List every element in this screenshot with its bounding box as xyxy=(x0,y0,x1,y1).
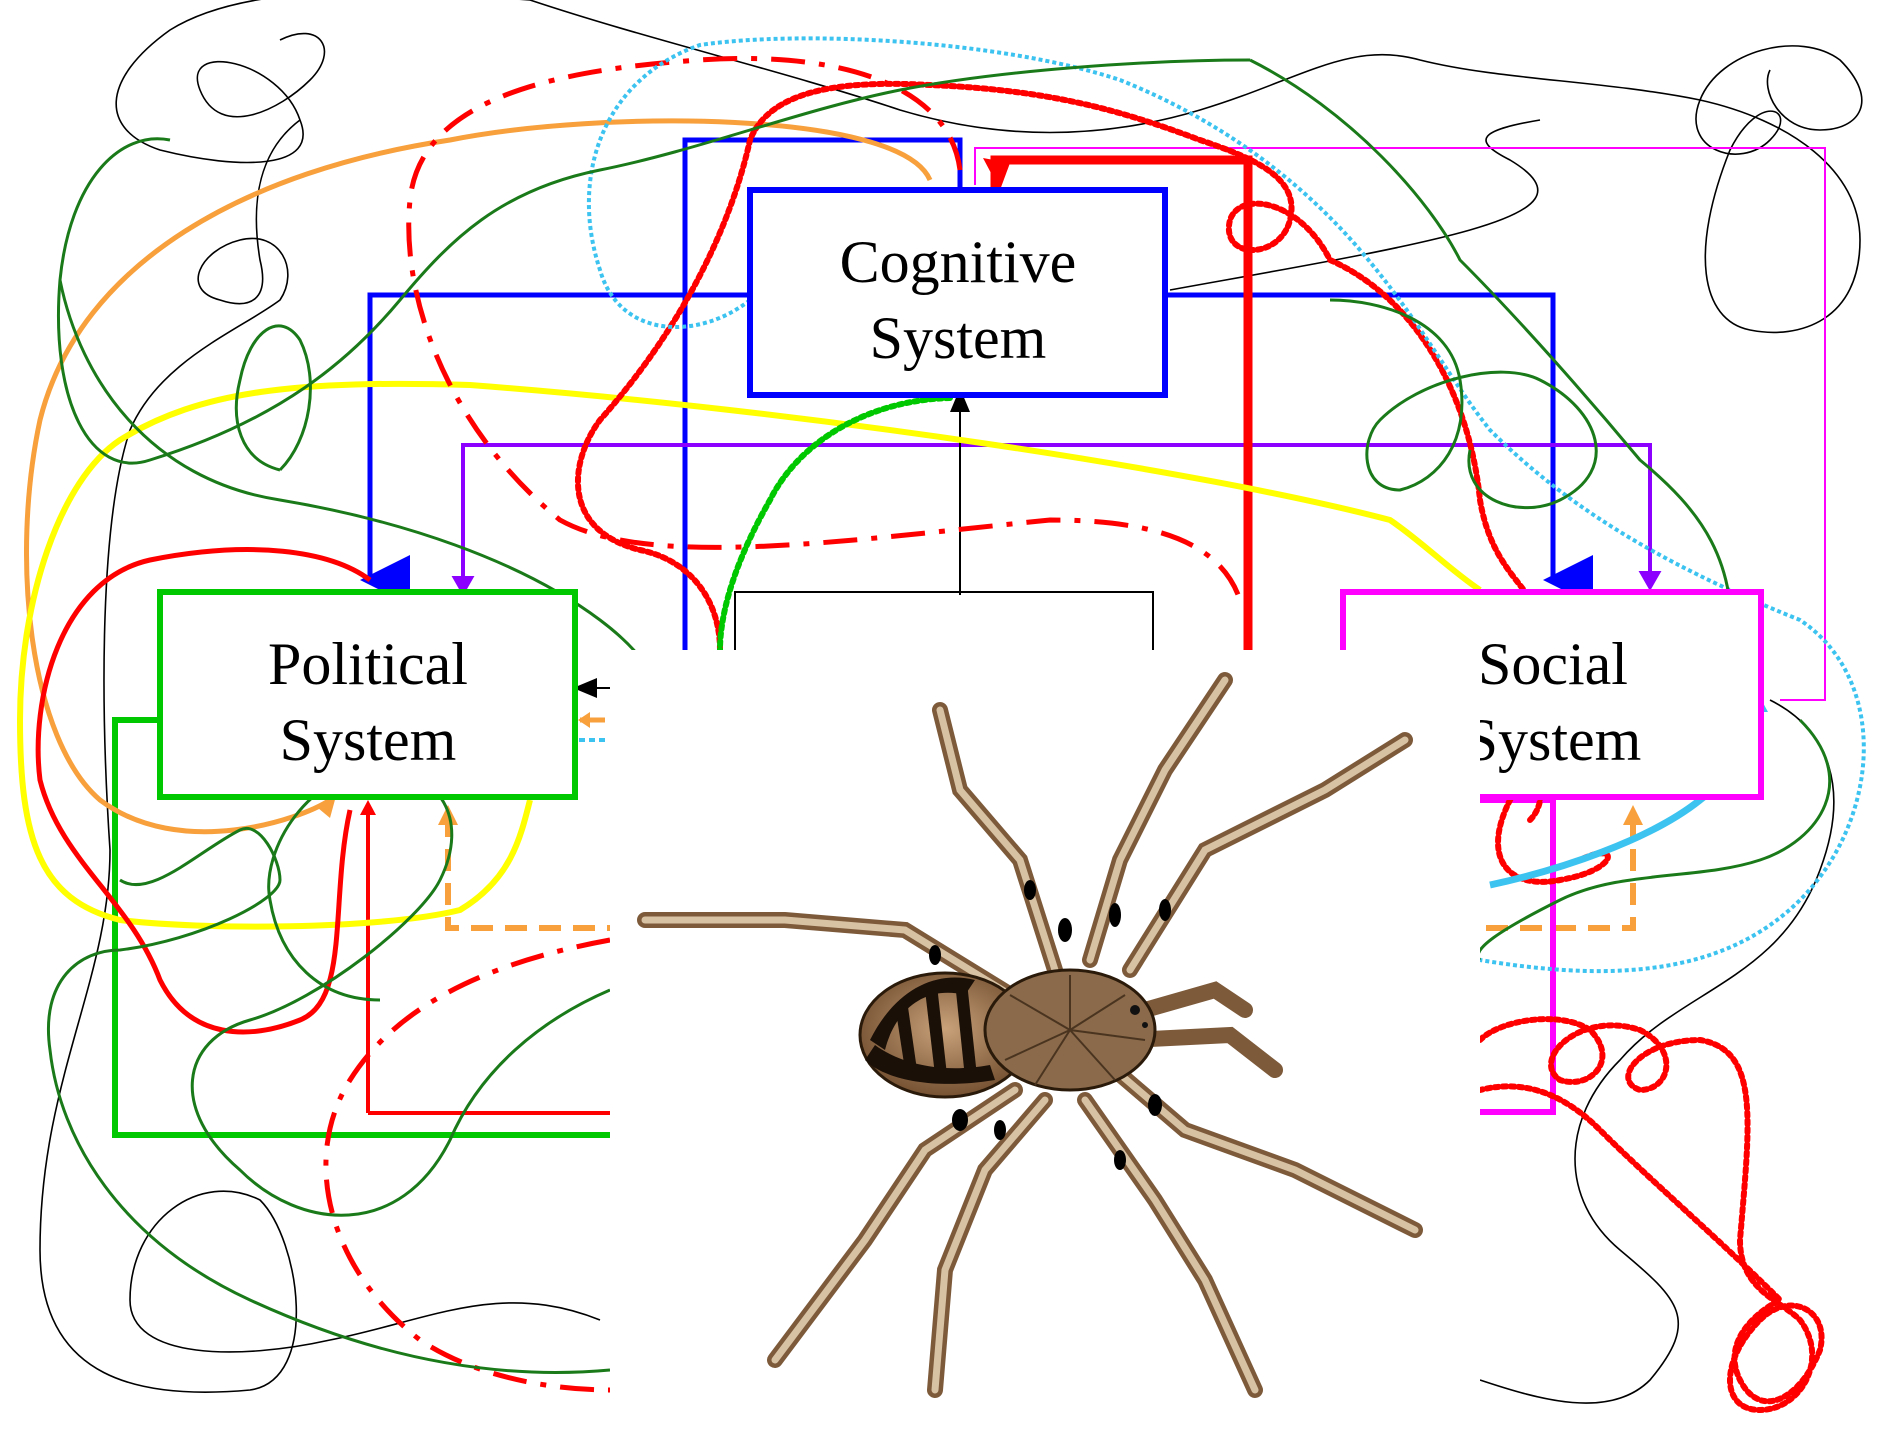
cognitive-box-title-line1: Cognitive xyxy=(840,229,1077,295)
political-box-title-line1: Political xyxy=(268,631,468,697)
cognitive-box-title-line2: System xyxy=(870,305,1047,371)
social-box-title-line2: System xyxy=(1465,707,1642,773)
social-box-title-line1: Social xyxy=(1478,631,1628,697)
cognitive-system-box: Cognitive System xyxy=(750,190,1165,395)
political-system-box: Political System xyxy=(160,592,575,797)
political-box-title-line2: System xyxy=(280,707,457,773)
